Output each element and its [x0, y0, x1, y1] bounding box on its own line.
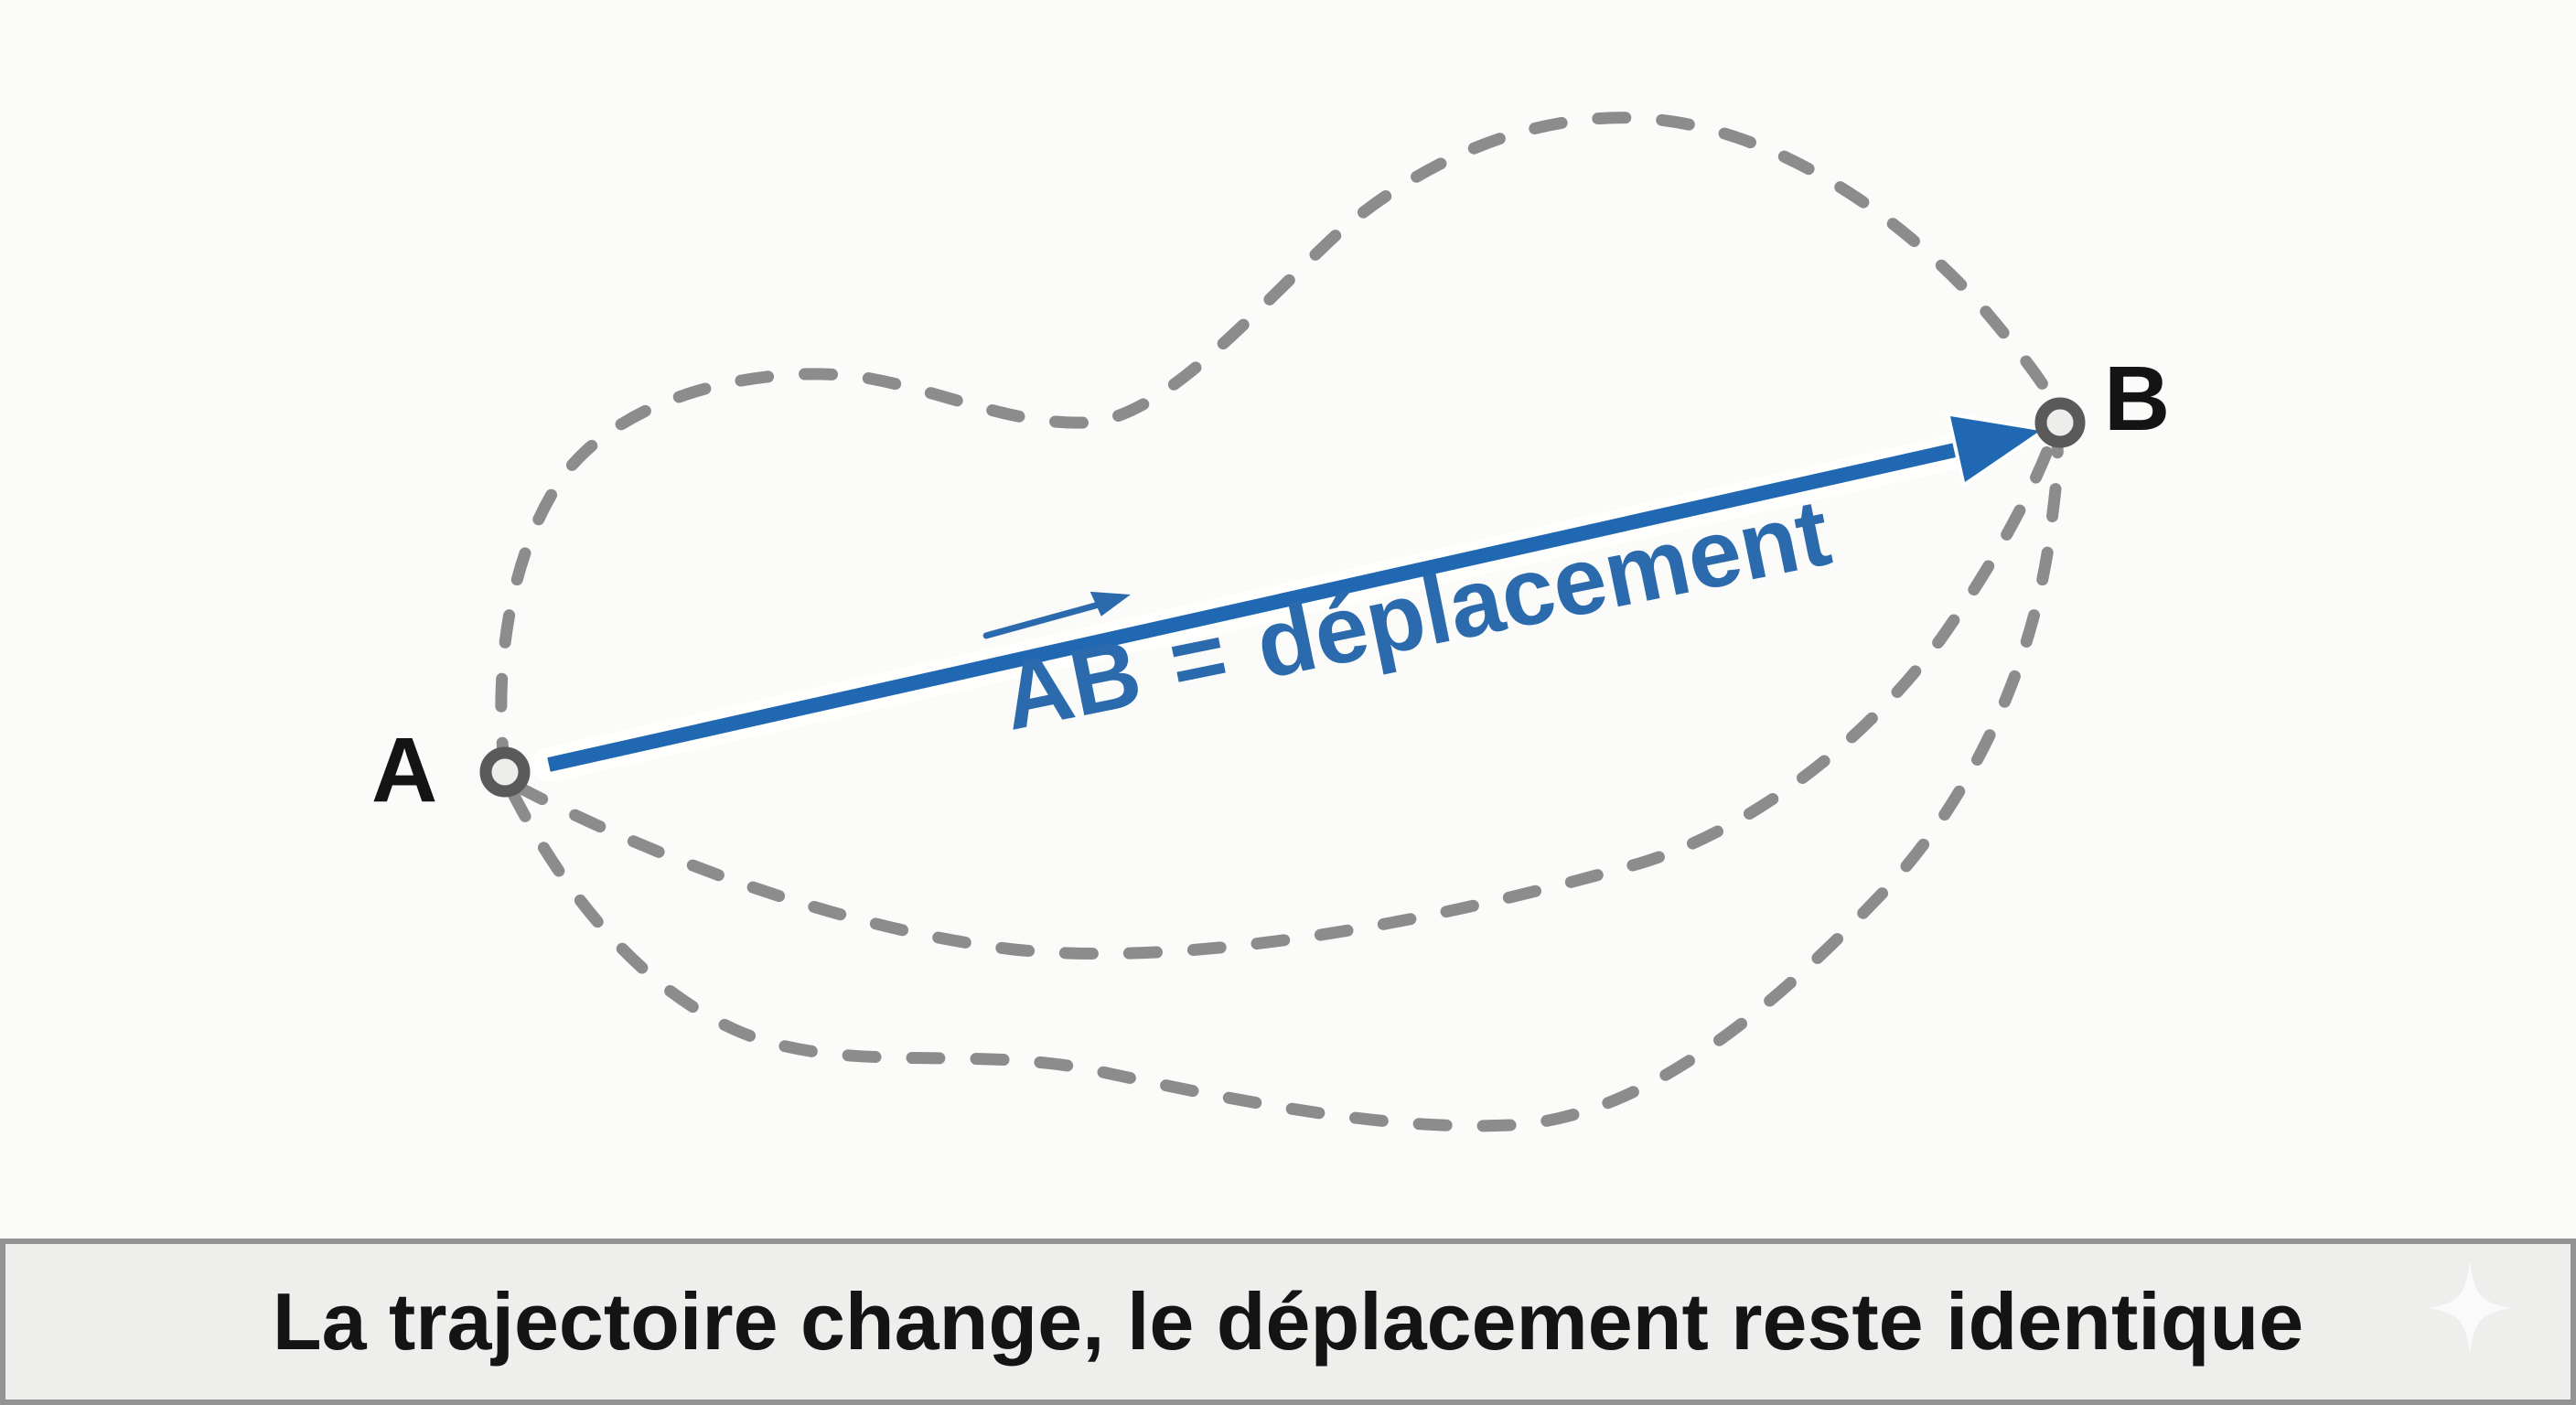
displacement-arrow-head — [1945, 412, 2050, 488]
vector-symbol-wrap: AB — [982, 591, 1151, 755]
point-b-label: B — [2104, 348, 2171, 450]
trajectory-top-curve — [495, 112, 2064, 777]
point-a-marker — [479, 746, 531, 798]
caption-bar: La trajectoire change, le déplacement re… — [0, 1239, 2576, 1405]
caption-text: La trajectoire change, le déplacement re… — [272, 1276, 2304, 1367]
vector-equals-sign: = — [1160, 601, 1237, 717]
vector-annotation: AB = déplacement — [982, 476, 1840, 755]
vector-overarrow-icon — [982, 591, 1131, 639]
point-b-marker — [2034, 397, 2086, 448]
trajectory-middle-curve — [511, 433, 2058, 960]
sparkle-icon — [2428, 1260, 2512, 1354]
displacement-arrow-shaft — [547, 441, 1965, 772]
point-a-label: A — [371, 719, 438, 821]
trajectory-bottom-curve — [506, 438, 2064, 1132]
